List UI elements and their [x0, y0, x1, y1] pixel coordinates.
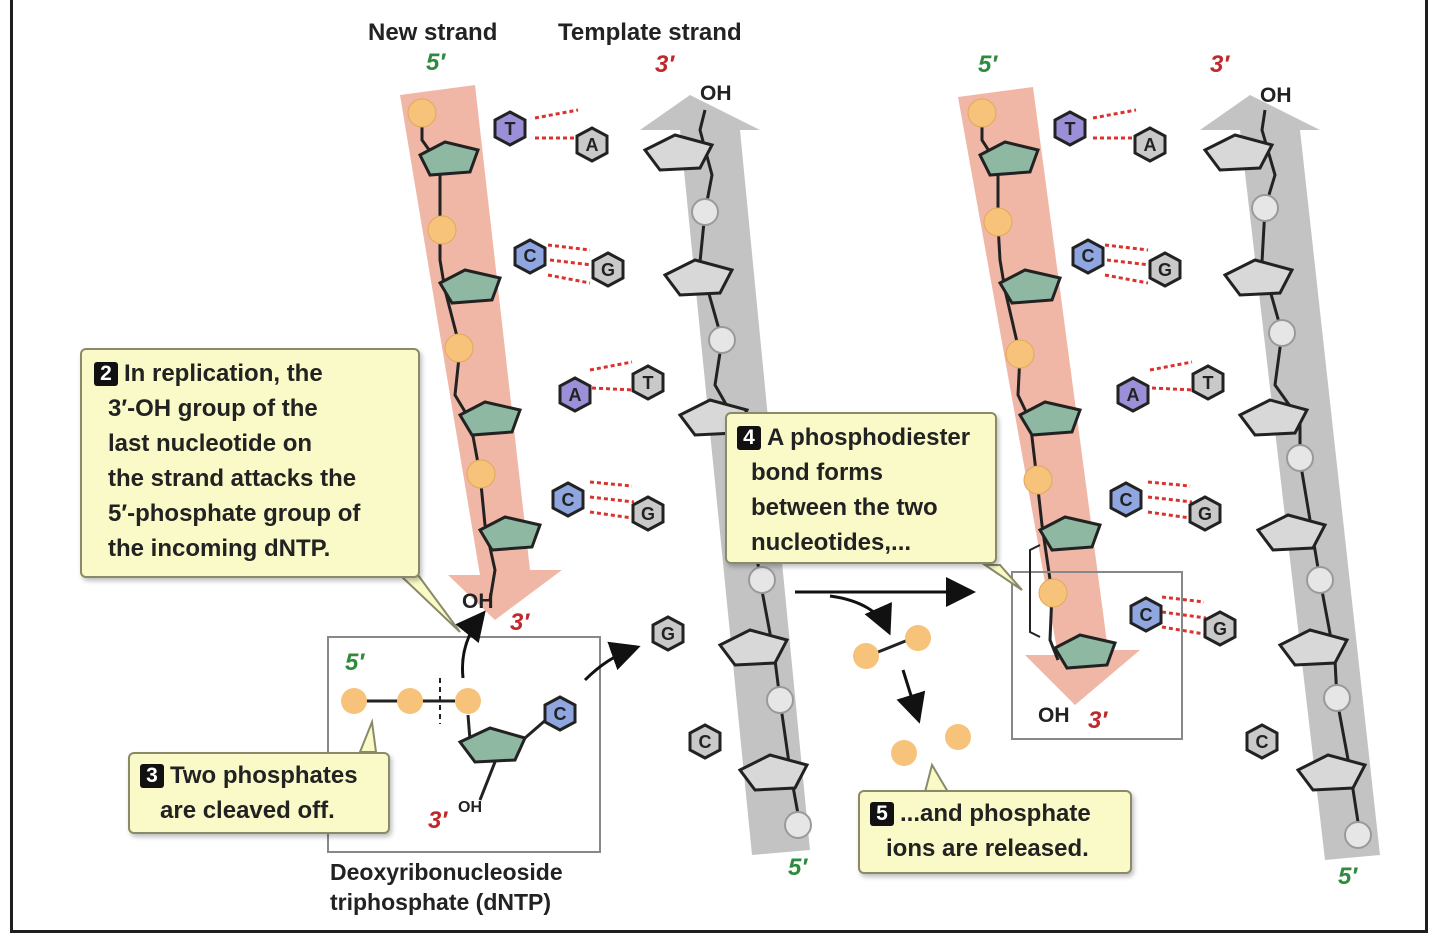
left-base-new-3-label: A [569, 385, 582, 405]
left-hydrogen-bonds [534, 108, 635, 520]
right-base-template-1-label: A [1144, 135, 1157, 155]
right-template-5prime: 5′ [1338, 863, 1358, 890]
right-base-template-lower-label: C [1256, 732, 1269, 752]
dntp-phosphate-alpha [455, 688, 481, 714]
dntp-base [543, 695, 577, 732]
released-phosphate-1 [891, 740, 917, 766]
dntp-5prime: 5′ [345, 649, 365, 676]
right-base-new-4-label: C [1120, 490, 1133, 510]
left-new-oh: OH [462, 590, 494, 613]
left-template-base-c [688, 723, 722, 760]
left-new-phosphates [407, 98, 496, 489]
pyrophosphate-2 [905, 625, 931, 651]
step-2-number: 2 [94, 362, 118, 386]
left-panel: T C A C A G T G G C New strand Template … [368, 19, 812, 881]
left-base-template-2-label: G [601, 260, 615, 280]
left-template-phosphates [691, 198, 812, 839]
left-template-oh: OH [700, 82, 732, 105]
left-template-5prime: 5′ [788, 854, 808, 881]
right-template-oh: OH [1260, 84, 1292, 107]
right-base-new-5-label: C [1140, 605, 1153, 625]
reaction-arrows [795, 577, 976, 766]
left-new-sugars [417, 140, 542, 552]
dntp-box: 5′ C 3′ OH Deoxyribonucleoside triphosph… [327, 610, 641, 915]
left-base-template-4-label: G [641, 504, 655, 524]
dntp-base-label: C [554, 704, 567, 724]
callout-pointers [358, 564, 1023, 793]
left-base-new-1-label: T [505, 119, 516, 139]
left-base-template-1-label: A [586, 135, 599, 155]
right-base-template-4-label: G [1198, 504, 1212, 524]
template-strand-label: Template strand [558, 19, 742, 46]
left-new-3prime: 3′ [510, 609, 530, 636]
left-template-bases [575, 126, 665, 532]
right-base-template-5-label: G [1213, 619, 1227, 639]
right-new-oh: OH [1038, 704, 1070, 727]
left-template-sugars [642, 133, 810, 792]
left-template-base-c-label: C [699, 732, 712, 752]
dntp-sugar [457, 726, 528, 764]
left-base-new-4-label: C [562, 490, 575, 510]
left-base-new-2-label: C [524, 246, 537, 266]
left-template-base-g-label: G [661, 624, 675, 644]
right-base-new-2-label: C [1082, 246, 1095, 266]
left-base-new-4 [551, 481, 585, 518]
dntp-caption-line2: triphosphate (dNTP) [330, 889, 551, 915]
left-base-new-2 [513, 238, 547, 275]
phosphodiester-bracket [1029, 544, 1041, 638]
right-new-3prime: 3′ [1088, 707, 1108, 734]
pyrophosphate-1 [853, 643, 879, 669]
dntp-3prime: 3′ [428, 807, 448, 834]
left-base-new-3 [558, 376, 592, 413]
left-base-template-3-label: T [643, 373, 654, 393]
left-new-bases [493, 110, 592, 518]
right-template-3prime: 3′ [1210, 51, 1230, 78]
left-base-new-1 [493, 110, 527, 147]
step-3-number: 3 [140, 764, 164, 788]
right-template-strand-arrow [1200, 95, 1380, 860]
dntp-phosphate-gamma [341, 688, 367, 714]
right-new-5prime: 5′ [978, 51, 998, 78]
new-nucleotide-highlight-box [1011, 571, 1183, 740]
left-template-3prime: 3′ [655, 51, 675, 78]
step-5-number: 5 [870, 802, 894, 826]
left-template-base-g [651, 615, 685, 652]
released-phosphate-2 [945, 724, 971, 750]
new-strand-label: New strand [368, 19, 497, 46]
callout-step-5: 5...and phosphate ions are released. [858, 790, 1132, 874]
dntp-caption-line1: Deoxyribonucleoside [330, 859, 563, 885]
right-panel: T C A C C A G T G G C 5′ 3′ OH OH 3′ [958, 51, 1380, 890]
right-base-new-1-label: T [1065, 119, 1076, 139]
left-new-5prime: 5′ [426, 49, 446, 76]
right-base-template-2-label: G [1158, 260, 1172, 280]
right-base-new-3-label: A [1127, 385, 1140, 405]
step-4-number: 4 [737, 426, 761, 450]
dntp-phosphate-beta [397, 688, 423, 714]
right-new-strand-arrow [958, 87, 1140, 705]
dntp-oh: OH [458, 799, 482, 816]
right-base-template-3-label: T [1203, 373, 1214, 393]
